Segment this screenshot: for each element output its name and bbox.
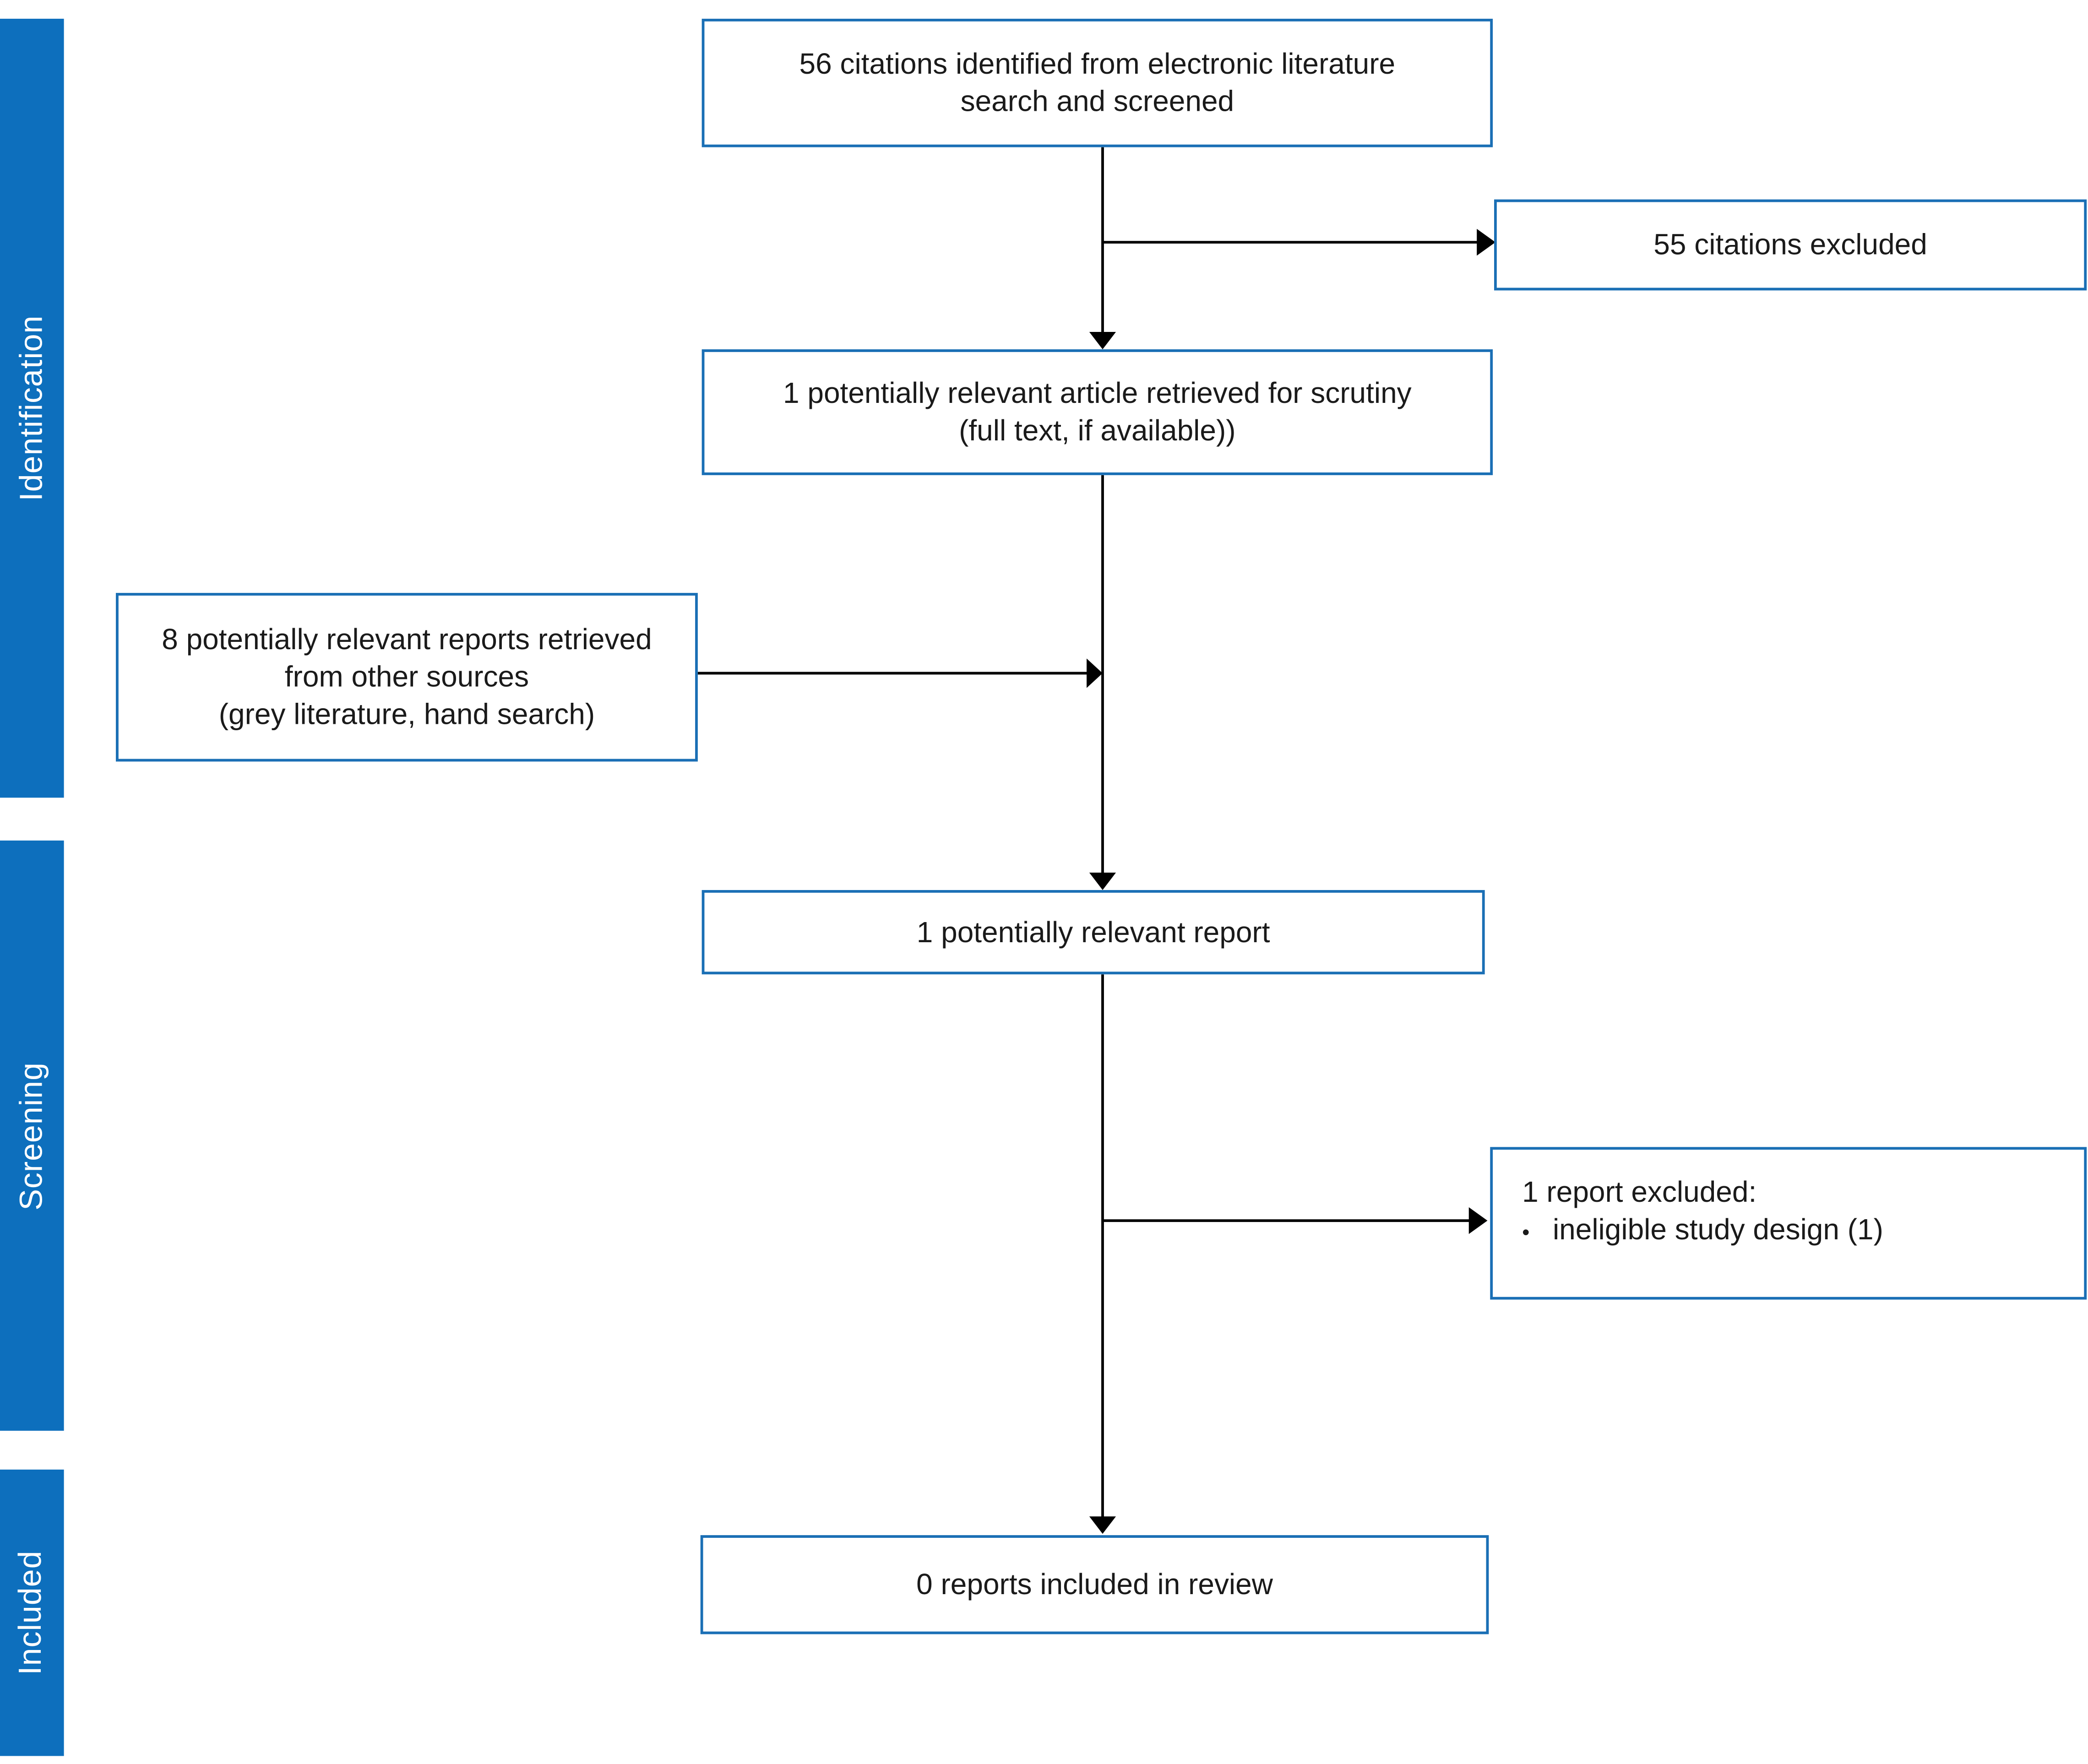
phase-bar-screening: Screening xyxy=(0,840,64,1431)
box-citations-excluded: 55 citations excluded xyxy=(1494,199,2087,291)
bullet-dot-icon: • xyxy=(1522,1222,1530,1245)
arrowhead-down-1 xyxy=(1089,332,1116,350)
box-retrieved-article: 1 potentially relevant article retrieved… xyxy=(701,349,1493,475)
box-included-line-1: 0 reports included in review xyxy=(916,1567,1273,1601)
box-other-sources-line-2: from other sources xyxy=(284,660,529,694)
arrowhead-right-1 xyxy=(1477,228,1495,256)
phase-bar-identification: Identification xyxy=(0,18,64,798)
box-retrieved-line-1: 1 potentially relevant article retrieved… xyxy=(783,376,1412,410)
arrowhead-right-3 xyxy=(1468,1207,1488,1234)
box-retrieved-line-2: (full text, if available)) xyxy=(959,413,1236,447)
box-search-line-1: 56 citations identified from electronic … xyxy=(799,47,1396,81)
arrowhead-down-2 xyxy=(1089,873,1116,890)
box-citations-excluded-line-1: 55 citations excluded xyxy=(1653,227,1927,261)
box-search-identified: 56 citations identified from electronic … xyxy=(701,18,1493,147)
arrowhead-right-2 xyxy=(1087,658,1103,688)
arrowhead-down-3 xyxy=(1089,1516,1116,1534)
box-report-excluded-heading: 1 report excluded: xyxy=(1522,1175,1757,1209)
box-other-sources-line-3: (grey literature, hand search) xyxy=(218,697,595,731)
exclusion-reason-item: • ineligible study design (1) xyxy=(1522,1211,1883,1253)
box-relevant-report-line-1: 1 potentially relevant report xyxy=(916,915,1270,949)
box-report-excluded: 1 report excluded: • ineligible study de… xyxy=(1490,1147,2087,1300)
box-search-line-2: search and screened xyxy=(960,84,1234,118)
phase-bar-included: Included xyxy=(0,1469,64,1756)
exclusion-reason-text: ineligible study design (1) xyxy=(1552,1212,1883,1246)
box-other-sources: 8 potentially relevant reports retrieved… xyxy=(116,593,698,762)
box-included-review: 0 reports included in review xyxy=(700,1535,1489,1634)
box-relevant-report: 1 potentially relevant report xyxy=(701,890,1485,975)
box-other-sources-line-1: 8 potentially relevant reports retrieved xyxy=(162,622,652,656)
